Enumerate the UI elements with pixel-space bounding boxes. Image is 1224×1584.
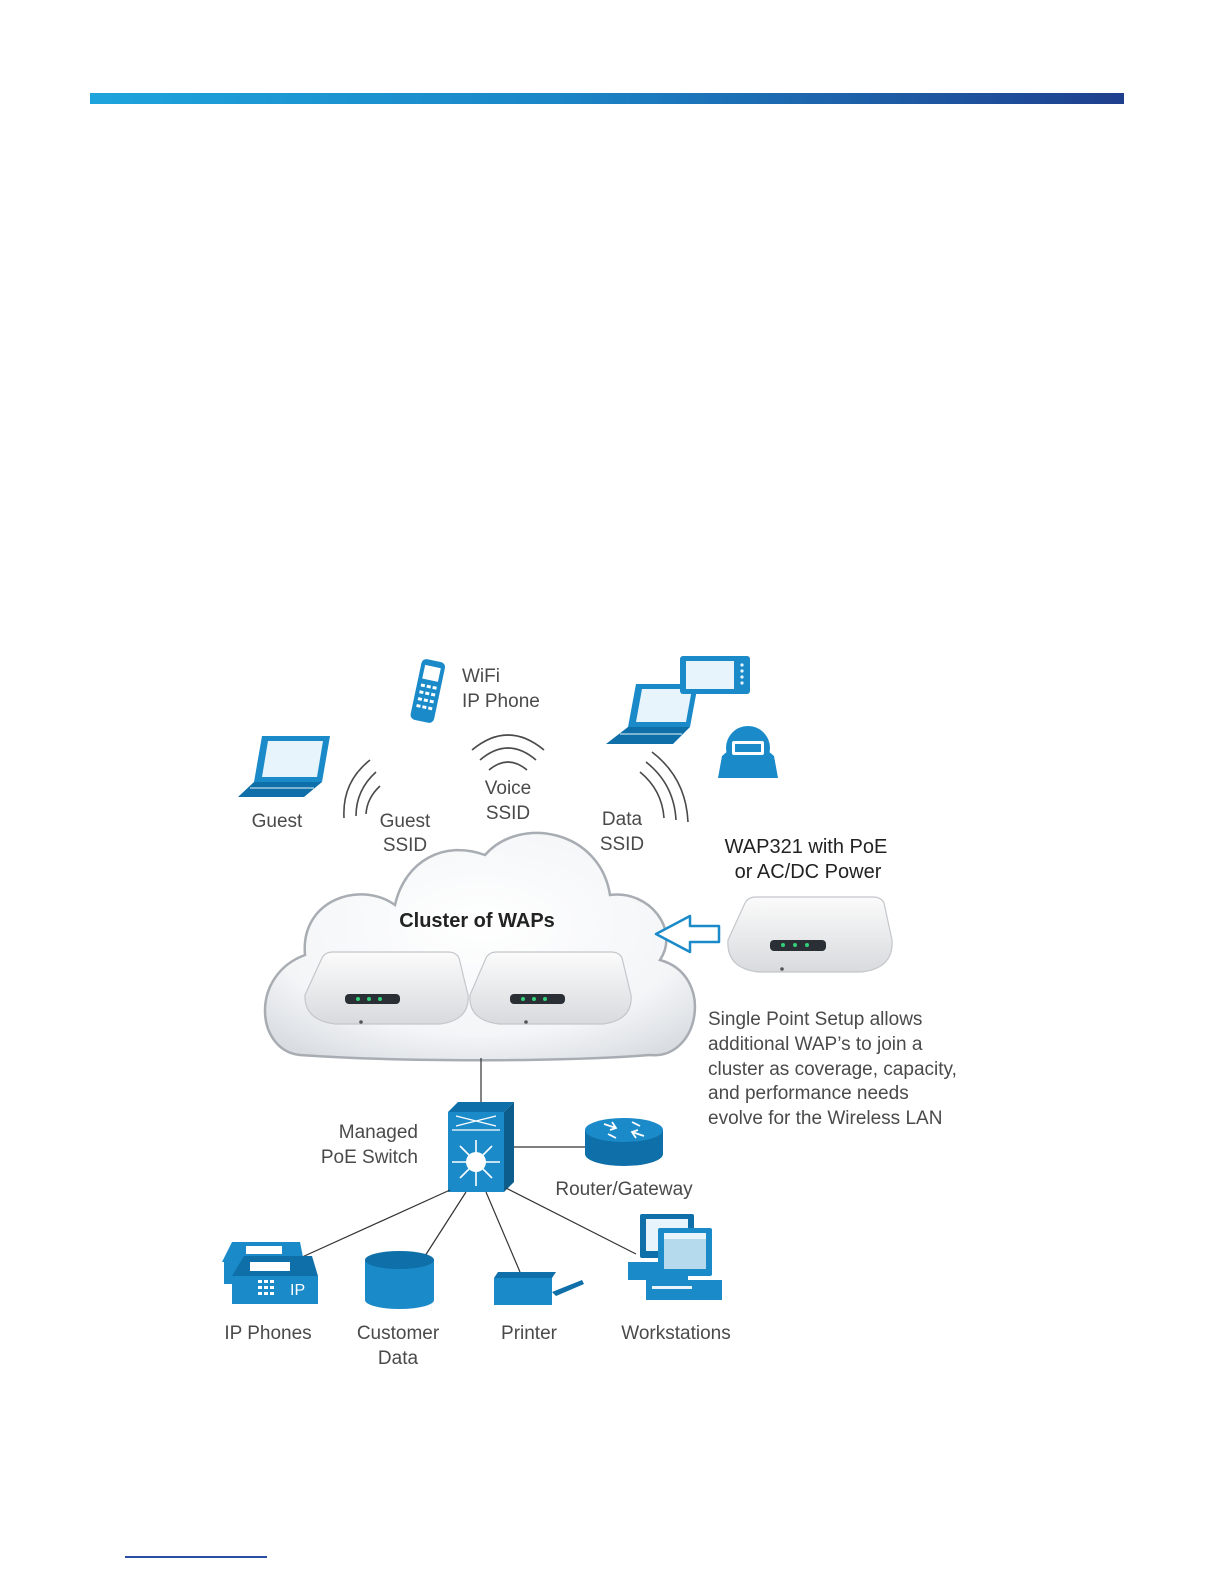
single-point-line-4: and performance needs xyxy=(708,1083,909,1104)
switch-to-workstations-link xyxy=(505,1187,637,1255)
ip-phones-label: IP Phones xyxy=(224,1323,311,1344)
join-arrow-icon xyxy=(654,914,721,954)
video-endpoint-icon xyxy=(718,726,778,778)
wifi-phone-label-2: IP Phone xyxy=(462,691,540,712)
data-ssid-label-1: Data xyxy=(602,809,643,830)
router-label: Router/Gateway xyxy=(555,1179,693,1200)
single-point-line-2: additional WAP’s to join a xyxy=(708,1034,923,1055)
router-gateway-icon xyxy=(585,1118,663,1166)
ip-phones-icon: IP xyxy=(222,1242,318,1304)
customer-data-label-1: Customer xyxy=(357,1323,440,1344)
printer-icon xyxy=(494,1272,584,1305)
tablet-icon xyxy=(680,656,750,694)
ip-badge: IP xyxy=(290,1282,305,1299)
single-point-line-1: Single Point Setup allows xyxy=(708,1009,922,1030)
single-point-line-5: evolve for the Wireless LAN xyxy=(708,1108,942,1129)
single-point-line-3: cluster as coverage, capacity, xyxy=(708,1059,957,1080)
switch-to-printer-link xyxy=(485,1191,521,1273)
footer-link-rule xyxy=(125,1556,267,1558)
wap321-label-1: WAP321 with PoE xyxy=(725,836,888,858)
guest-ssid-label-2: SSID xyxy=(383,835,427,856)
wifi-ip-phone-icon xyxy=(410,659,446,723)
wifi-phone-label-1: WiFi xyxy=(462,666,500,687)
workstations-icon xyxy=(628,1214,722,1300)
wap321-device xyxy=(727,896,893,973)
workstations-label: Workstations xyxy=(621,1323,730,1344)
guest-laptop-icon xyxy=(238,736,330,797)
guest-ssid-wave-icon xyxy=(343,759,381,819)
customer-data-icon xyxy=(365,1251,434,1309)
wap-device-1 xyxy=(304,951,469,1025)
cluster-label: Cluster of WAPs xyxy=(399,910,555,932)
cluster-cloud xyxy=(263,831,697,1062)
data-ssid-label-2: SSID xyxy=(600,834,644,855)
switch-label-2: PoE Switch xyxy=(321,1147,418,1168)
voice-ssid-label-2: SSID xyxy=(486,803,530,824)
voice-ssid-label-1: Voice xyxy=(485,778,531,799)
guest-ssid-label-1: Guest xyxy=(380,811,431,832)
managed-poe-switch-icon xyxy=(448,1102,514,1192)
customer-data-label-2: Data xyxy=(378,1348,419,1369)
wap-device-2 xyxy=(469,951,632,1025)
switch-to-data-link xyxy=(424,1191,467,1257)
data-ssid-wave-icon xyxy=(639,751,689,823)
printer-label: Printer xyxy=(501,1323,558,1344)
header-gradient-bar xyxy=(90,93,1124,104)
wap321-label-2: or AC/DC Power xyxy=(735,861,882,883)
data-laptop-icon xyxy=(606,684,698,744)
switch-to-phones-link xyxy=(299,1189,451,1259)
switch-label-1: Managed xyxy=(339,1122,418,1143)
guest-label: Guest xyxy=(252,811,303,832)
voice-ssid-wave-icon xyxy=(471,734,545,771)
